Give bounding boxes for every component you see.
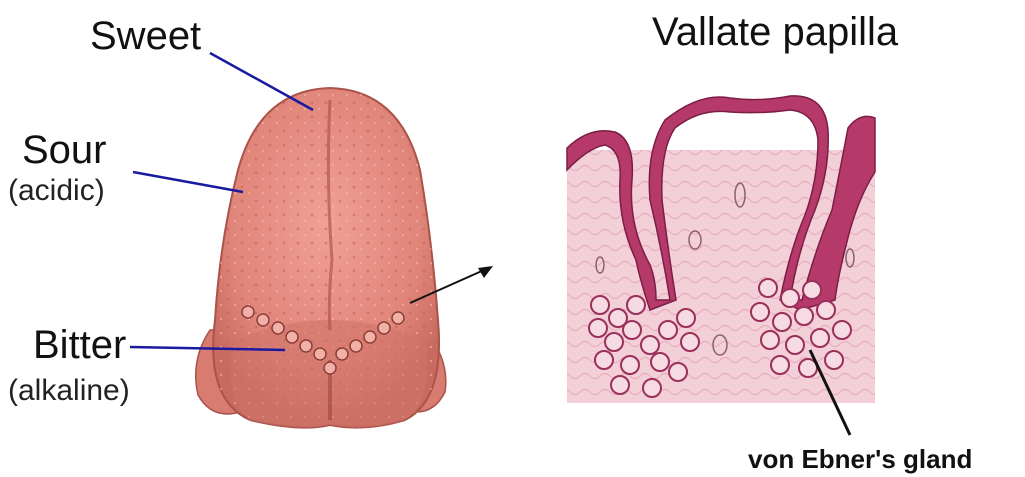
- sweet-leader-line: [210, 53, 313, 110]
- sour-label: Sour: [22, 130, 107, 170]
- bitter-label: Bitter: [33, 325, 126, 365]
- vallate-papilla-illustration: [567, 96, 875, 403]
- sweet-label: Sweet: [90, 16, 201, 56]
- tongue-illustration: [196, 88, 446, 428]
- sour-note: (acidic): [8, 176, 105, 206]
- gland-label: von Ebner's gland: [748, 446, 972, 472]
- sour-leader-line: [133, 172, 243, 192]
- figure-title: Vallate papilla: [652, 12, 898, 52]
- bitter-note: (alkaline): [8, 376, 130, 406]
